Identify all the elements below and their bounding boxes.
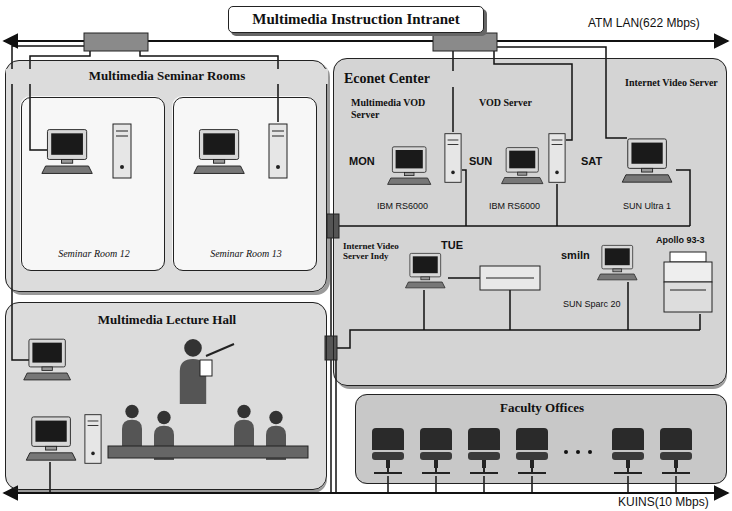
lecture-hall: Multimedia Lecture Hall xyxy=(5,302,327,490)
tower-icon xyxy=(445,134,461,183)
atm-switch xyxy=(84,33,148,51)
tower-icon xyxy=(85,415,101,464)
wire xyxy=(388,476,676,493)
lan-lines xyxy=(4,41,728,493)
computer-icon xyxy=(24,339,71,380)
server-role: Internet Video Server Indy xyxy=(343,241,403,262)
server-role: Internet Video Server xyxy=(625,77,720,89)
printer-station: Apollo 93-3 xyxy=(656,235,724,327)
printer-icon xyxy=(664,252,712,312)
computer-icon xyxy=(26,417,76,460)
wire xyxy=(335,360,337,493)
panel-fill xyxy=(172,96,316,270)
wire xyxy=(330,238,332,493)
panel-fill xyxy=(333,58,727,386)
wire xyxy=(509,290,511,330)
tower-icon xyxy=(113,124,131,178)
wire xyxy=(448,277,480,279)
wire xyxy=(140,51,278,122)
server-station: Internet Video Server Indy TUE xyxy=(343,239,477,305)
wire xyxy=(337,330,700,348)
chair-icon xyxy=(420,428,452,473)
computer-icon xyxy=(42,130,92,174)
seminar-room: Seminar Room 13 xyxy=(173,97,317,271)
room-name: Seminar Room 12 xyxy=(26,248,162,260)
wire xyxy=(49,462,51,493)
wire xyxy=(556,184,558,226)
ellipsis-dot xyxy=(576,450,580,454)
network-name: ATM LAN(622 Mbps) xyxy=(588,16,700,30)
server-station: Multimedia VOD ServerMON IBM RS6000 xyxy=(349,95,461,217)
office-group: Faculty Offices xyxy=(355,394,727,484)
server-station: VOD ServerSUN IBM RS6000 xyxy=(465,95,571,217)
office-chairs xyxy=(372,428,692,473)
host-name: smiln xyxy=(561,249,597,262)
machine-model: SUN Ultra 1 xyxy=(623,201,713,211)
network-name: KUINS(10 Mbps) xyxy=(618,495,709,509)
computer-icon xyxy=(194,130,244,174)
host-name: SUN xyxy=(469,155,501,168)
tower-icon xyxy=(269,124,287,178)
chair-icon xyxy=(516,428,548,473)
wire xyxy=(676,170,690,226)
device-slot xyxy=(486,278,534,279)
ellipsis-dot xyxy=(564,450,568,454)
tower-icon xyxy=(549,134,565,183)
wire xyxy=(497,47,627,138)
host-name: MON xyxy=(349,155,385,168)
chair-icon xyxy=(372,428,404,473)
center-group: Multimedia VOD ServerMONIBM RS6000VOD Se… xyxy=(333,58,727,386)
group-heading: Multimedia Seminar Rooms xyxy=(6,69,328,84)
kuins-line xyxy=(4,492,728,494)
server-station: Internet Video ServerSAT SUN Ultra 1 xyxy=(581,77,724,217)
computer-icon xyxy=(388,147,431,185)
chair-icon xyxy=(660,428,692,473)
room-group: Seminar Room 12 Seminar Room 13 Multimedia… xyxy=(5,60,327,292)
chair-icon xyxy=(468,428,500,473)
computers xyxy=(24,124,712,463)
ellipsis-dot xyxy=(588,450,592,454)
computer-icon xyxy=(502,148,543,184)
wire xyxy=(494,51,572,140)
wire xyxy=(452,51,454,132)
machine-model: Apollo 93-3 xyxy=(656,235,722,245)
room-name: Seminar Room 13 xyxy=(178,248,314,260)
wire xyxy=(339,225,690,227)
machine-model: IBM RS6000 xyxy=(377,201,457,211)
device-box xyxy=(480,266,540,290)
computer-icon xyxy=(405,253,445,287)
computer-icon xyxy=(622,139,672,182)
machine-model: IBM RS6000 xyxy=(489,201,569,211)
pointer-stick xyxy=(206,344,234,356)
chair-icon xyxy=(612,428,644,473)
title-box: Multimedia Instruction Intranet xyxy=(228,6,484,33)
machine-model: SUN Sparc 20 xyxy=(563,299,633,309)
wire xyxy=(462,170,466,226)
seminar-room: Seminar Room 12 xyxy=(21,97,165,271)
diagram-title: Multimedia Instruction Intranet xyxy=(252,11,460,28)
desk xyxy=(108,446,308,458)
lecture-scene xyxy=(108,339,308,460)
group-heading: Faculty Offices xyxy=(466,401,618,416)
server-role: Multimedia VOD Server xyxy=(351,97,435,120)
group-heading: Multimedia Lecture Hall xyxy=(66,313,268,328)
panel-fills xyxy=(5,58,727,493)
panel-fill xyxy=(20,96,164,270)
panel-fill xyxy=(355,394,727,484)
computer-icon xyxy=(597,245,637,279)
workstation: smilnSUN Sparc 20 xyxy=(561,245,653,313)
wires xyxy=(12,46,700,493)
group-heading: Econet Center xyxy=(344,71,454,87)
paper-sheet xyxy=(200,360,212,376)
panel-fill xyxy=(5,302,327,490)
wire xyxy=(699,314,701,330)
host-name: TUE xyxy=(441,239,475,252)
atm-switch xyxy=(433,33,497,51)
host-name: SAT xyxy=(581,155,615,168)
wire xyxy=(423,290,425,330)
server-role: VOD Server xyxy=(479,97,559,109)
wire xyxy=(627,282,629,330)
